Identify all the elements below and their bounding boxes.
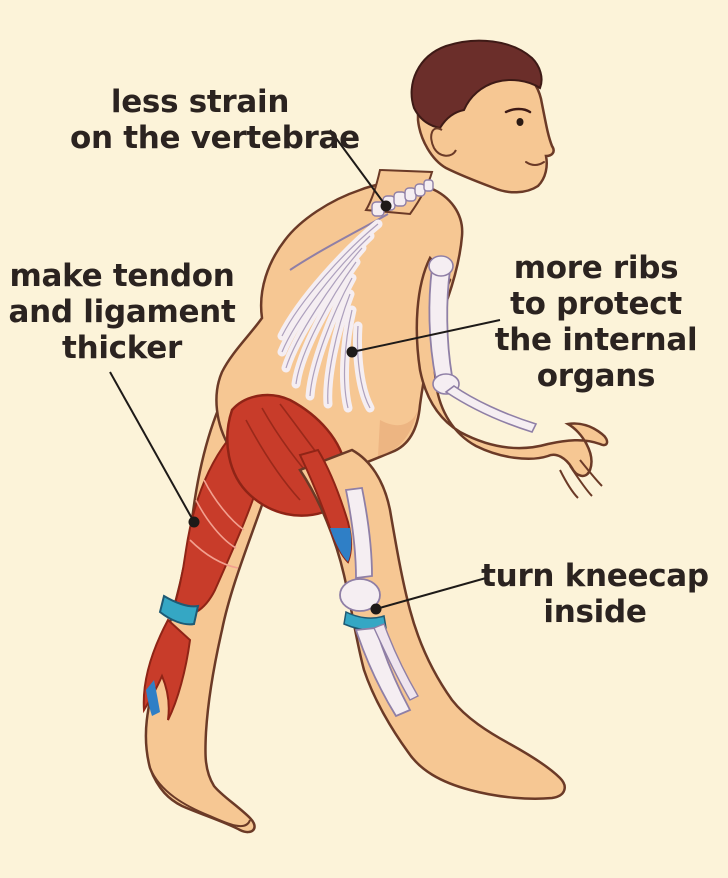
knee-joint (339, 578, 381, 612)
annotation-knee-line-2: inside (543, 594, 647, 630)
fingers (559, 459, 603, 499)
annotation-tendon-line-2: and ligament (8, 294, 236, 330)
back-foot (149, 767, 251, 828)
rib-outlines (281, 223, 379, 409)
annotation-knee: turn kneecap inside (480, 558, 710, 630)
annotation-tendon-line-3: thicker (62, 330, 182, 366)
annotation-ribs-line-2: to protect (510, 286, 682, 322)
ligament-band (158, 594, 200, 626)
belly-shade (378, 410, 418, 456)
annotation-tendon: make tendon and ligament thicker (8, 258, 236, 366)
annotation-ribs-line-1: more ribs (513, 250, 679, 286)
knee-pointer-line (375, 577, 487, 610)
annotation-tendon-line-1: make tendon (9, 258, 235, 294)
spine-pointer-line (329, 129, 387, 207)
femur (344, 487, 373, 580)
fibula (373, 623, 419, 701)
annotation-spine-line-2: on the vertebrae (70, 120, 360, 156)
tendon-pointer-line (109, 371, 195, 523)
shoulder-joint (428, 255, 454, 277)
spine-upper (289, 213, 389, 271)
tendon-pointer-dot (188, 516, 200, 528)
pointer-dots (188, 200, 392, 615)
front-leg (298, 448, 566, 800)
ribcage (277, 213, 389, 413)
muscle-striations (189, 479, 245, 569)
eye (516, 118, 524, 126)
hair (410, 39, 543, 130)
ribs-pointer-dot (346, 346, 358, 358)
annotation-knee-line-1: turn kneecap (481, 558, 709, 594)
ribs-pointer-line (351, 319, 501, 353)
eyebrow (504, 107, 532, 114)
calf-muscle (142, 618, 192, 721)
annotation-ribs: more ribs to protect the internal organs (488, 250, 704, 394)
radius (444, 385, 538, 433)
spine-pointer-dot (380, 200, 392, 212)
annotation-ribs-line-4: organs (536, 358, 656, 394)
ear (430, 127, 457, 157)
calf-tendon (146, 680, 160, 716)
arm (415, 255, 609, 499)
head (410, 39, 555, 194)
vertebra (423, 179, 434, 192)
hamstring-tendon (330, 528, 352, 562)
pointer-lines (109, 129, 501, 610)
mouth (525, 161, 545, 166)
annotation-ribs-line-3: the internal (494, 322, 698, 358)
annotation-spine: less strain on the vertebrae (70, 84, 360, 156)
annotation-spine-line-1: less strain (110, 84, 290, 120)
knee-pointer-dot (370, 603, 382, 615)
vertebra (393, 191, 407, 207)
